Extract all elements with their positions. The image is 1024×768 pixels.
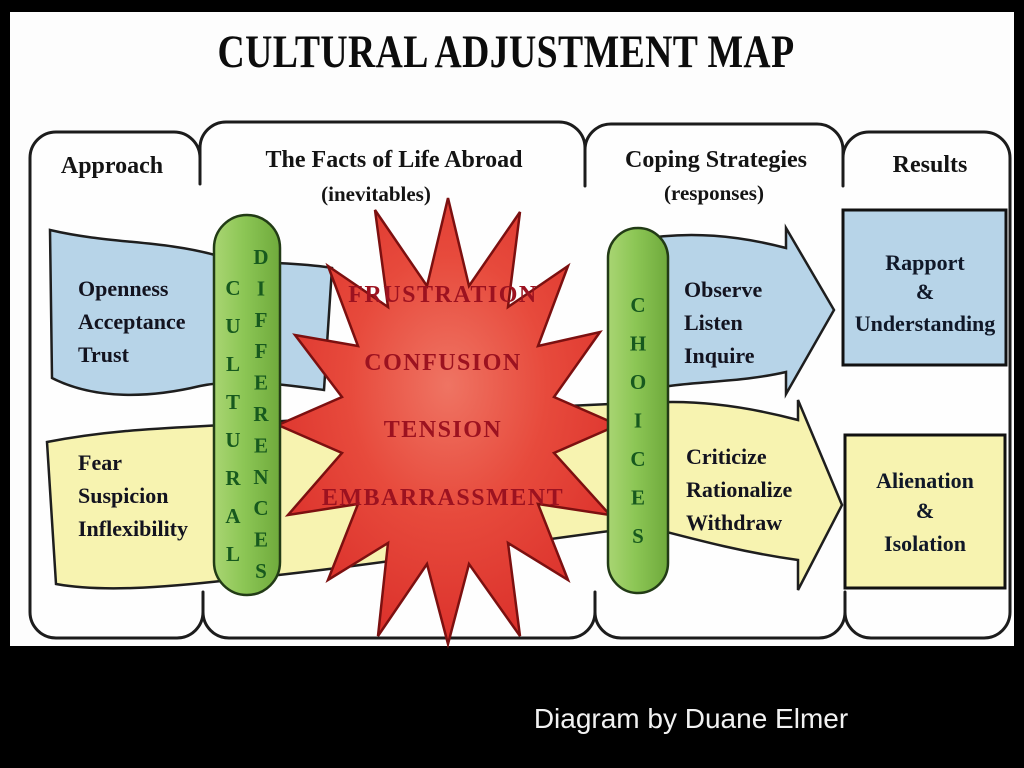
criticize-arrow-line: Withdraw [686,510,782,535]
fear-flag-line: Suspicion [78,483,169,508]
choices-pill [606,226,670,595]
observe-arrow-line: Listen [684,310,743,335]
openness-flag-line: Acceptance [78,309,186,334]
fear-flag-line: Fear [78,450,122,475]
column-subheader-facts: (inevitables) [321,182,431,206]
caption-text: Diagram by Duane Elmer [534,703,848,734]
criticize-arrow-line: Criticize [686,444,767,469]
burst-word: TENSION [384,417,503,443]
column-header-facts: The Facts of Life Abroad [266,147,524,173]
column-header-approach: Approach [61,153,163,179]
alienation-box-line: Isolation [884,531,966,556]
page-title: CULTURAL ADJUSTMENT MAP [218,26,795,78]
column-header-coping: Coping Strategies [625,147,807,173]
observe-arrow-line: Observe [684,277,762,302]
section-divider-stems [198,148,847,614]
column-header-results: Results [893,152,968,178]
observe-arrow [634,223,836,399]
rapport-box-line: & [916,279,934,304]
criticize-arrow-line: Rationalize [686,477,793,502]
burst-word: CONFUSION [364,350,522,376]
fear-flag-line: Inflexibility [78,516,188,541]
rapport-box-line: Understanding [855,311,996,336]
criticize-arrow [634,399,844,591]
observe-arrow-line: Inquire [684,343,755,368]
burst-word: FRUSTRATION [348,282,537,308]
rapport-box-line: Rapport [885,250,965,275]
openness-flag-line: Trust [78,342,130,367]
column-subheader-coping: (responses) [664,181,764,205]
alienation-box [843,433,1007,590]
openness-flag-line: Openness [78,276,169,301]
rapport-box [841,208,1008,367]
cultural-differences-pill [212,213,282,597]
alienation-box-line: Alienation [876,468,974,493]
alienation-box-line: & [916,498,934,523]
burst-word: EMBARRASSMENT [322,485,564,511]
